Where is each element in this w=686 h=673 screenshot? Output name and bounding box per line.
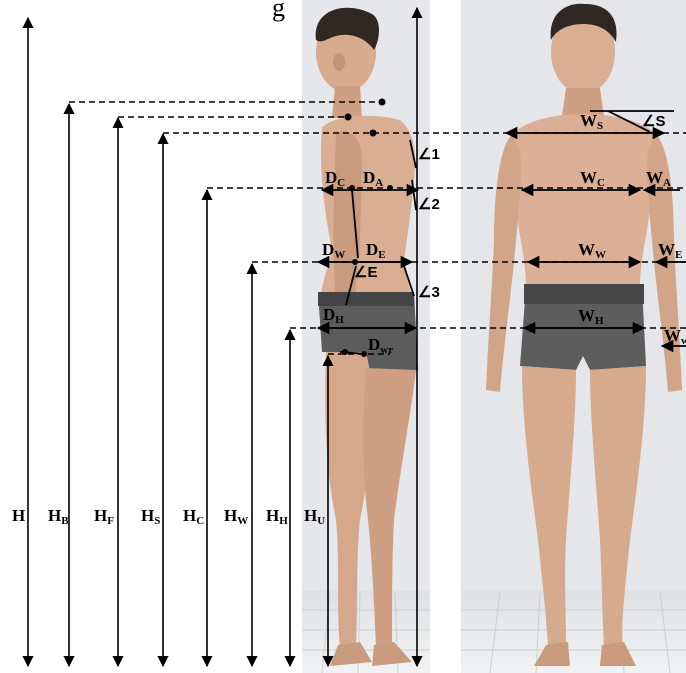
label-H: H [12, 506, 25, 525]
label-angle-S: ∠S [642, 113, 665, 130]
label-HF: HF [94, 506, 114, 527]
label-HS: HS [141, 506, 160, 527]
front-view-figure [461, 0, 686, 673]
side-view-figure [302, 0, 430, 673]
label-angle-2: ∠2 [418, 196, 440, 213]
label-HC: HC [183, 506, 204, 527]
label-angle-E: ∠E [354, 264, 377, 281]
title-fragment: g [272, 0, 285, 22]
label-HW: HW [224, 506, 248, 527]
label-angle-3: ∠3 [418, 284, 440, 301]
label-angle-1: ∠1 [418, 146, 440, 163]
height-labels: H HB HF HS HC HW HH HU [12, 506, 325, 527]
label-HB: HB [48, 506, 69, 527]
label-HH: HH [266, 506, 288, 527]
